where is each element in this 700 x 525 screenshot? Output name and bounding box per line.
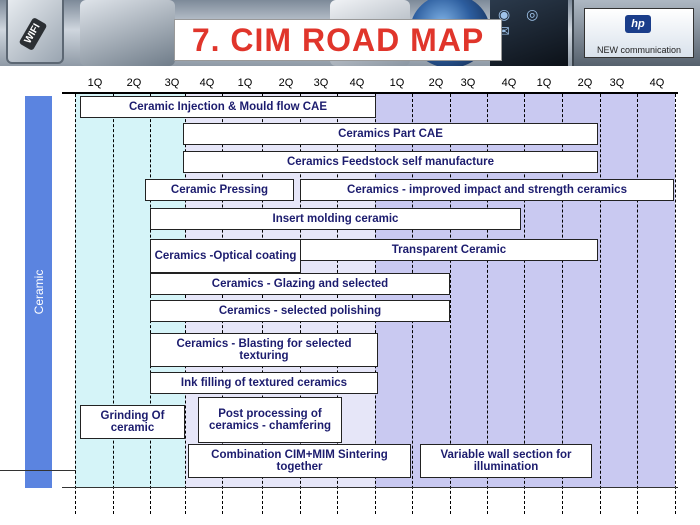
quarter-label: 1Q	[87, 77, 103, 89]
quarter-label: 3Q	[460, 77, 476, 89]
hp-logo: hp	[625, 15, 651, 33]
quarter-label: 1Q	[389, 77, 405, 89]
wifi-label: WIFI	[18, 17, 48, 51]
quarter-gridline	[450, 94, 451, 514]
quarter-label: 3Q	[313, 77, 329, 89]
task-bar: Ceramics - improved impact and strength …	[300, 179, 674, 201]
quarter-gridline	[113, 94, 114, 514]
quarter-label: 4Q	[649, 77, 665, 89]
pda-screen: hp NEW communication	[584, 8, 694, 58]
phone-image	[80, 0, 175, 66]
category-bar	[25, 96, 52, 488]
phone-screen-image: ◉ ◎ ✉	[490, 0, 568, 66]
baseline-stub	[0, 470, 76, 471]
task-bar: Ink filling of textured ceramics	[150, 372, 378, 394]
task-bar: Ceramics -Optical coating	[150, 239, 301, 273]
quarter-label: 1Q	[536, 77, 552, 89]
task-bar: Insert molding ceramic	[150, 208, 521, 230]
quarter-label: 3Q	[609, 77, 625, 89]
task-bar: Ceramics - Glazing and selected	[150, 273, 450, 295]
task-bar: Ceramics - selected polishing	[150, 300, 450, 322]
task-bar: Ceramic Pressing	[145, 179, 294, 201]
quarter-label: 4Q	[199, 77, 215, 89]
quarter-label: 3Q	[164, 77, 180, 89]
task-bar: Ceramics Feedstock self manufacture	[183, 151, 598, 173]
task-bar: Variable wall section for illumination	[420, 444, 592, 478]
quarter-label: 2Q	[428, 77, 444, 89]
task-bar: Post processing of ceramics - chamfering	[198, 397, 342, 443]
quarter-gridline	[487, 94, 488, 514]
timeline-rule	[62, 92, 678, 94]
quarter-gridline	[600, 94, 601, 514]
quarter-label: 2Q	[577, 77, 593, 89]
quarter-label: 2Q	[278, 77, 294, 89]
task-bar: Ceramics - Blasting for selected texturi…	[150, 333, 378, 367]
pda-caption: NEW communication	[596, 45, 682, 55]
quarter-gridline	[75, 94, 76, 514]
baseline	[62, 487, 678, 488]
quarter-label: 4Q	[501, 77, 517, 89]
phone-image: WIFI	[6, 0, 64, 64]
task-bar: Grinding Of ceramic	[80, 405, 185, 439]
app-icons: ◉ ◎ ✉	[498, 6, 545, 39]
quarter-label: 2Q	[126, 77, 142, 89]
quarter-gridline	[562, 94, 563, 514]
page-title: 7. CIM ROAD MAP	[191, 21, 485, 58]
task-bar: Transparent Ceramic	[300, 239, 598, 261]
quarter-gridline	[637, 94, 638, 514]
quarter-label: 4Q	[349, 77, 365, 89]
quarter-gridline	[524, 94, 525, 514]
pda-image: hp NEW communication	[572, 0, 700, 66]
task-bar: Ceramic Injection & Mould flow CAE	[80, 96, 376, 118]
quarter-label: 1Q	[237, 77, 253, 89]
category-label: Ceramic	[32, 269, 46, 315]
quarter-gridline	[675, 94, 676, 514]
task-bar: Ceramics Part CAE	[183, 123, 598, 145]
task-bar: Combination CIM+MIM Sintering together	[188, 444, 411, 478]
title-box: 7. CIM ROAD MAP	[174, 19, 502, 61]
